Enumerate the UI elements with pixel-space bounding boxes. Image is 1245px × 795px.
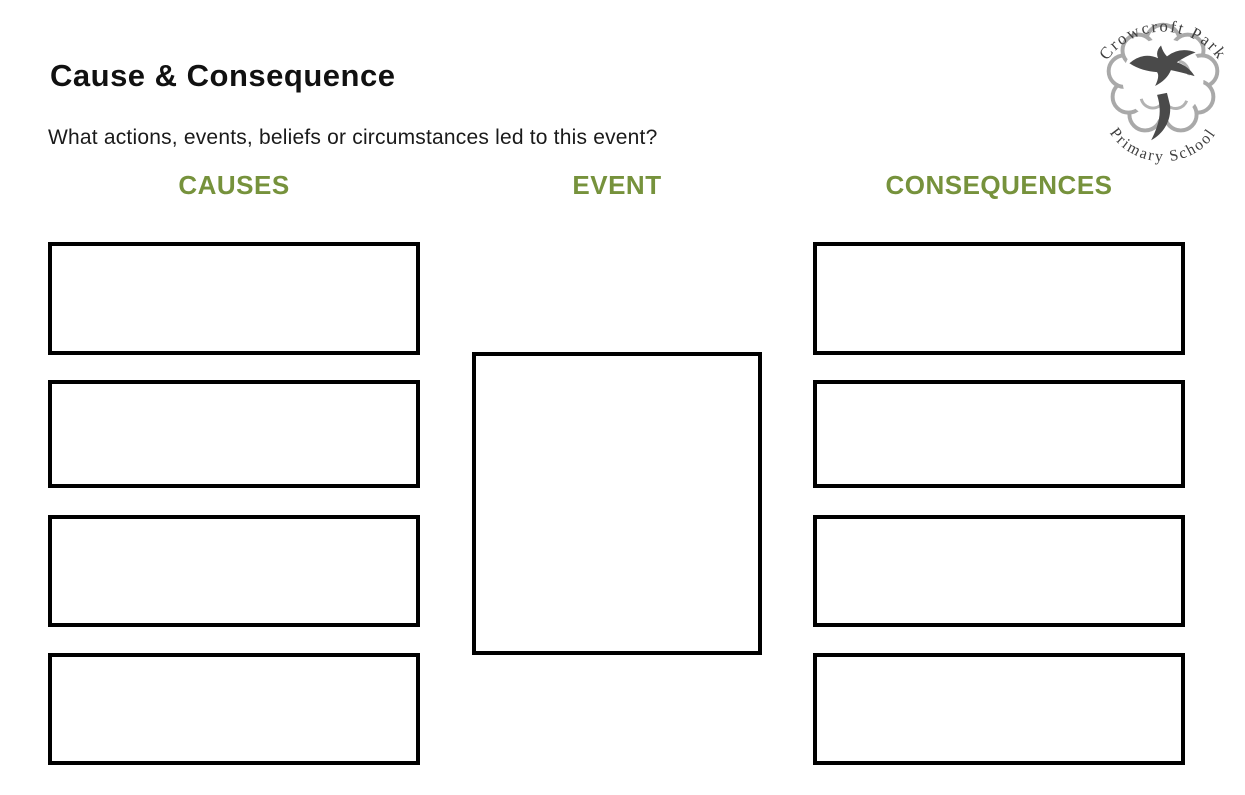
consequence-box-3[interactable] (813, 515, 1185, 627)
cause-box-1[interactable] (48, 242, 420, 355)
tree-with-crow-icon: Crowcroft Park Primary School (1095, 17, 1229, 166)
page-subtitle: What actions, events, beliefs or circums… (48, 126, 658, 149)
cause-box-4[interactable] (48, 653, 420, 765)
consequence-box-1[interactable] (813, 242, 1185, 355)
event-header: EVENT (572, 170, 662, 200)
causes-header: CAUSES (178, 170, 290, 200)
consequences-header: CONSEQUENCES (885, 170, 1113, 200)
consequence-box-2[interactable] (813, 380, 1185, 488)
logo-bottom-text: Primary School (1106, 125, 1218, 166)
page-title: Cause & Consequence (50, 58, 396, 93)
svg-text:Primary School: Primary School (1106, 125, 1220, 165)
event-box[interactable] (472, 352, 762, 655)
cause-box-2[interactable] (48, 380, 420, 488)
consequence-box-4[interactable] (813, 653, 1185, 765)
school-logo: Crowcroft Park Primary School (1083, 2, 1243, 166)
cause-box-3[interactable] (48, 515, 420, 627)
